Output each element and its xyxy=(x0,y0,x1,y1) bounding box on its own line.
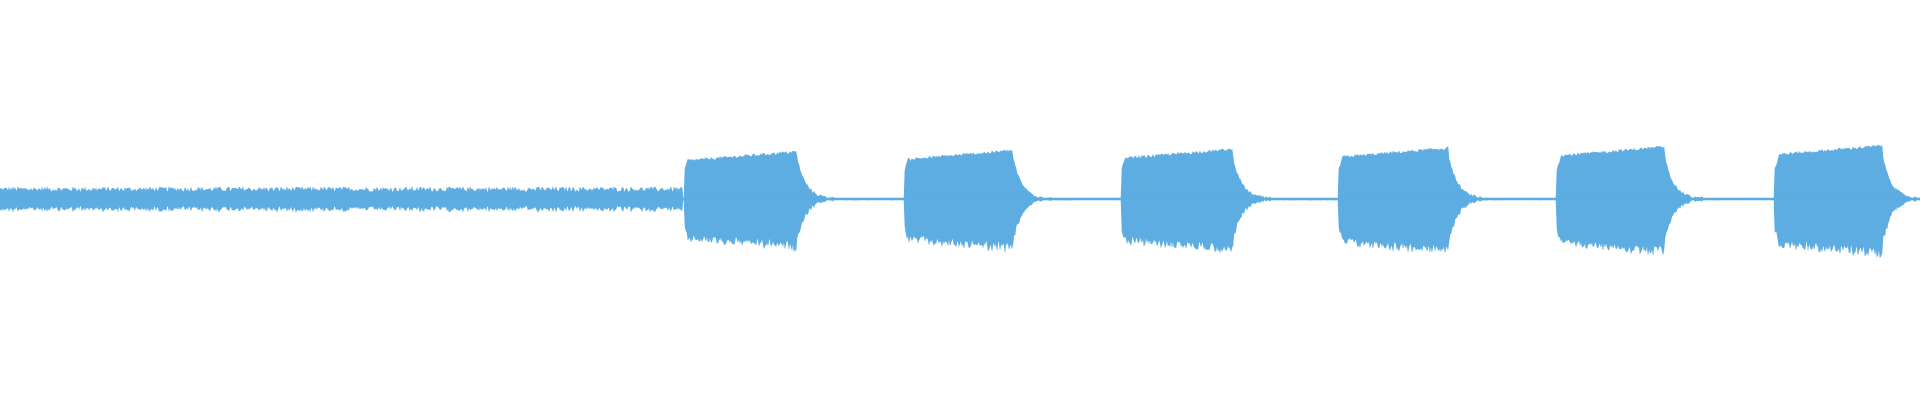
waveform-layer xyxy=(0,144,1920,259)
waveform-path xyxy=(0,144,1920,259)
